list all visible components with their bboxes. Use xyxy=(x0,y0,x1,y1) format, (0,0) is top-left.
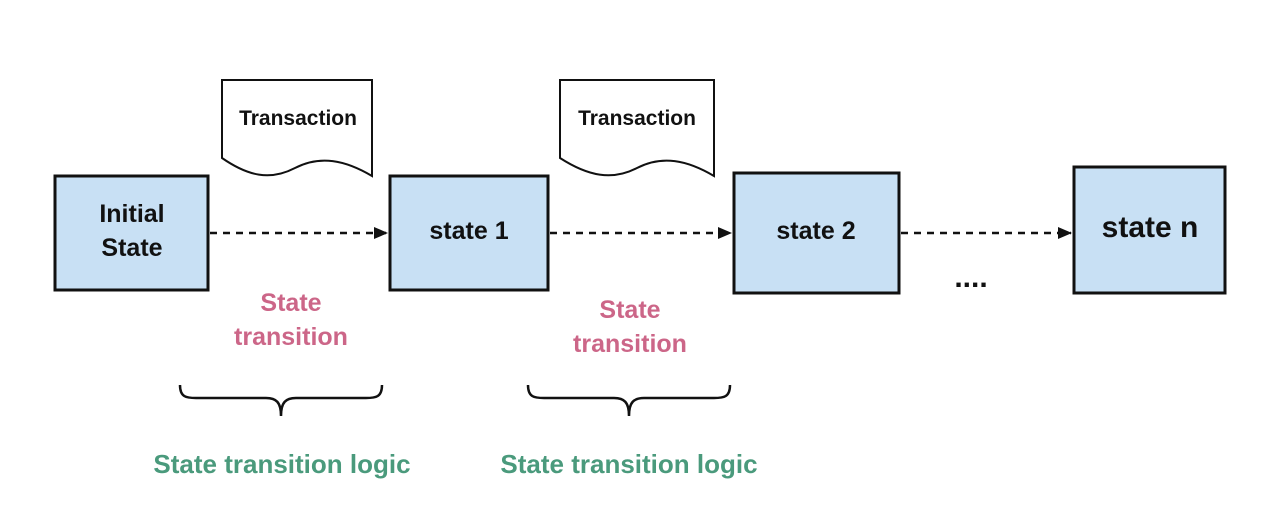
state-transition-label-line1: State xyxy=(260,289,321,317)
state-label: state 1 xyxy=(429,217,508,245)
state-transition-label-line1: State xyxy=(599,296,660,324)
state-label: state n xyxy=(1102,211,1199,244)
curly-brace-2 xyxy=(526,384,732,417)
state-transition-logic-label: State transition logic xyxy=(153,449,410,479)
state-label-line1: Initial xyxy=(99,200,164,228)
transaction-label: Transaction xyxy=(578,107,696,130)
ellipsis: .... xyxy=(954,261,987,294)
transaction-document-1: Transaction xyxy=(221,79,373,178)
state-box-1: state 1 xyxy=(388,174,550,292)
state-transition-label-line2: transition xyxy=(234,323,348,351)
transaction-document-2: Transaction xyxy=(559,79,715,178)
state-box-n: state n xyxy=(1072,165,1227,295)
state-transition-logic-label: State transition logic xyxy=(500,449,757,479)
state-box-2: state 2 xyxy=(732,171,901,295)
transaction-label: Transaction xyxy=(239,107,357,130)
state-box-initial: Initial State xyxy=(53,174,210,292)
curly-brace-1 xyxy=(178,384,384,417)
state-label: state 2 xyxy=(776,217,855,245)
state-transition-label-line2: transition xyxy=(573,330,687,358)
state-label-line2: State xyxy=(101,234,162,262)
